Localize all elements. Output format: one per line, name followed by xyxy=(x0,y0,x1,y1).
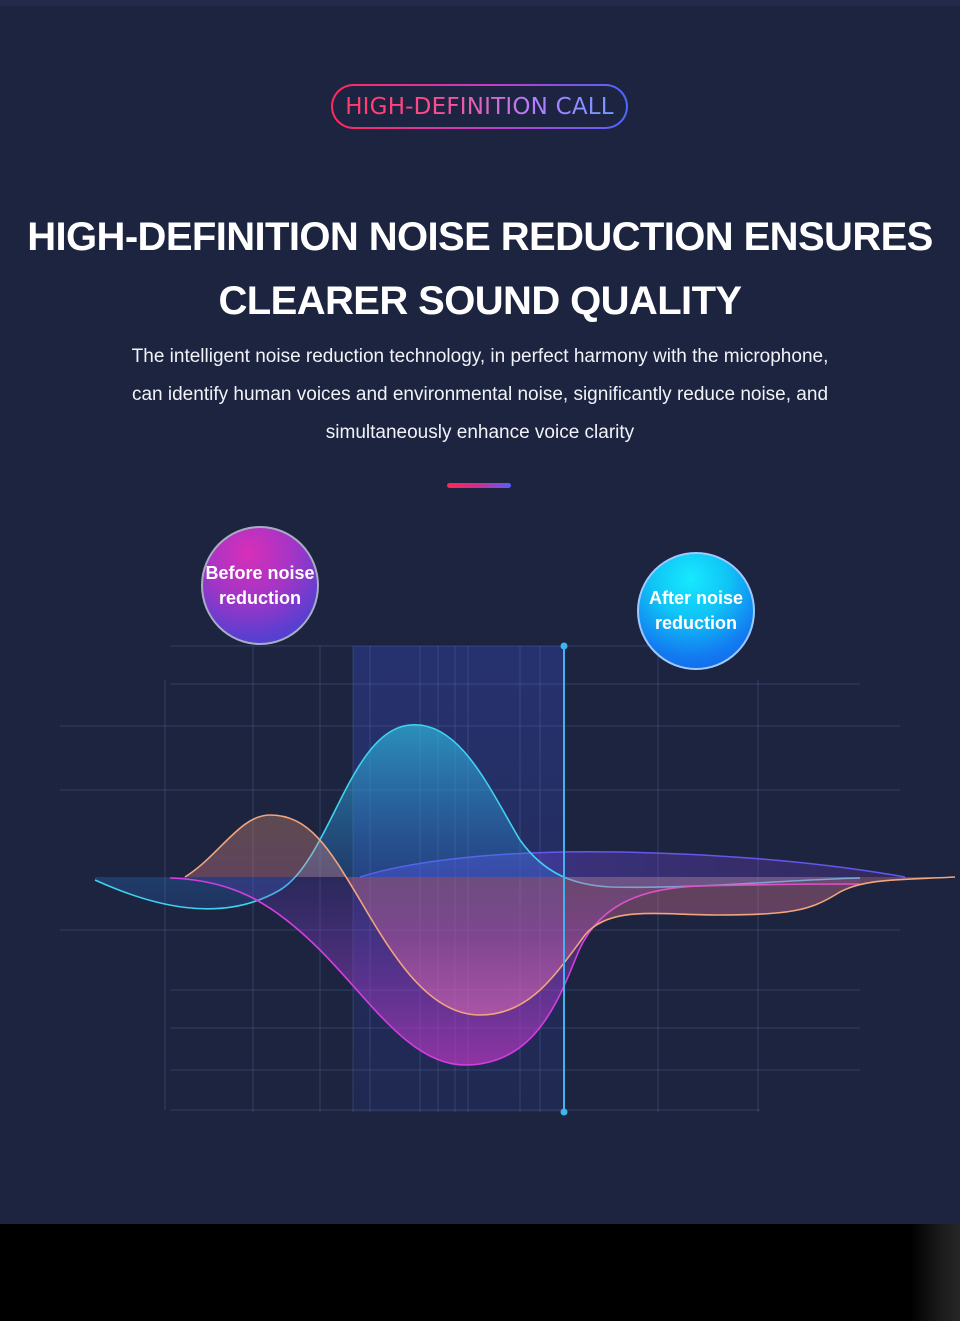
sound-wave-illustration xyxy=(10,642,956,1116)
description-line-3: simultaneously enhance voice clarity xyxy=(325,422,635,443)
before-noise-reduction-bubble: Before noise reduction xyxy=(201,526,319,645)
headline: HIGH-DEFINITION NOISE REDUCTION ENSURES … xyxy=(0,205,960,333)
headline-line-2: CLEARER SOUND QUALITY xyxy=(218,279,743,323)
before-label-line-2: reduction xyxy=(218,587,301,608)
after-label-line-1: After noise xyxy=(648,588,744,608)
top-edge-strip xyxy=(0,0,960,6)
cyan-wave xyxy=(95,724,860,909)
after-noise-reduction-bubble: After noise reduction xyxy=(637,552,755,670)
marker-bottom-dot xyxy=(560,1108,568,1116)
feature-badge-label: HIGH-DEFINITION CALL xyxy=(345,93,614,120)
feature-badge: HIGH-DEFINITION CALL xyxy=(331,84,628,129)
description-line-2: can identify human voices and environmen… xyxy=(131,384,829,405)
description-line-1: The intelligent noise reduction technolo… xyxy=(131,346,829,367)
bottom-right-shade xyxy=(910,1224,960,1321)
peach-wave xyxy=(185,815,955,1015)
after-label-line-2: reduction xyxy=(654,613,737,633)
marker-top-dot xyxy=(560,642,568,650)
description: The intelligent noise reduction technolo… xyxy=(80,338,880,452)
before-label-line-1: Before noise xyxy=(205,562,315,583)
headline-line-1: HIGH-DEFINITION NOISE REDUCTION ENSURES xyxy=(27,215,933,259)
feature-panel: HIGH-DEFINITION CALL HIGH-DEFINITION NOI… xyxy=(0,0,960,1224)
feature-badge-inner: HIGH-DEFINITION CALL xyxy=(333,86,626,127)
gradient-divider xyxy=(447,483,511,488)
